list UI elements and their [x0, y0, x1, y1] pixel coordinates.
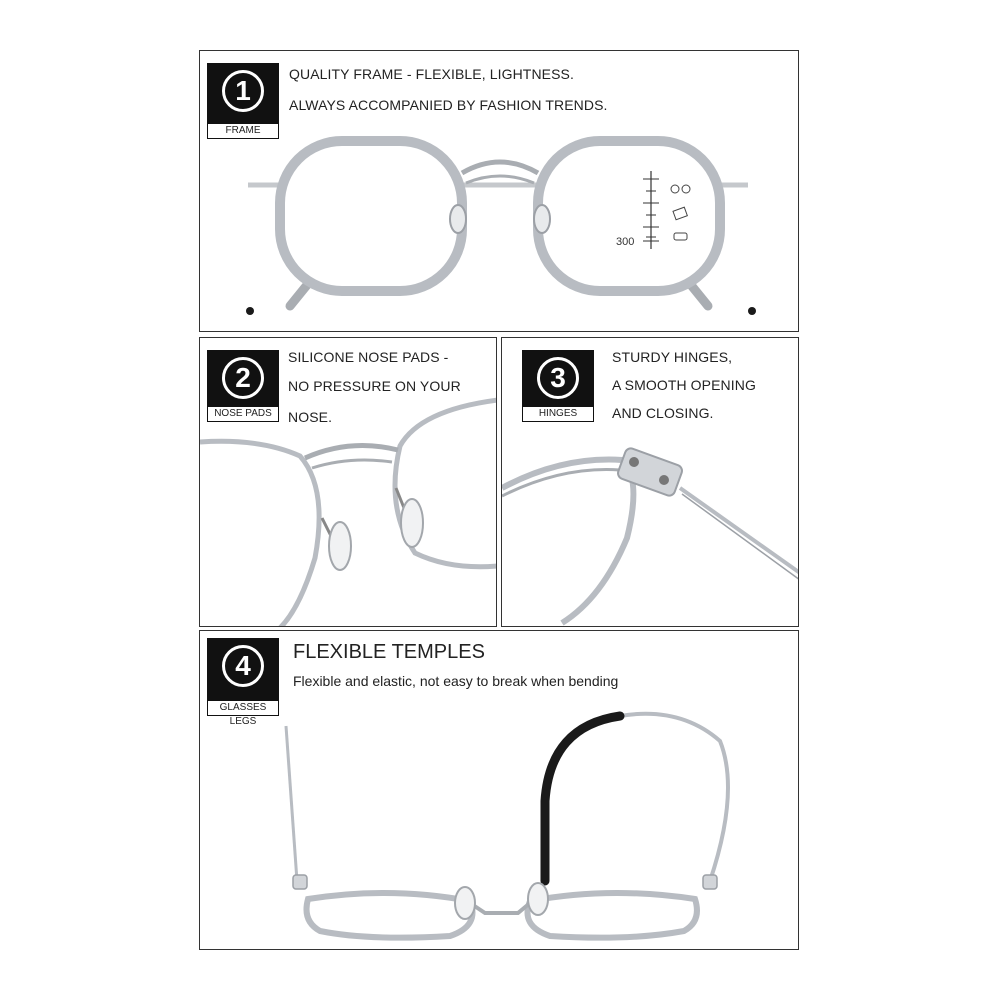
badge-number: 4	[222, 645, 264, 687]
badge-label: HINGES	[523, 407, 593, 421]
feature-subtitle: Flexible and elastic, not easy to break …	[293, 673, 619, 689]
badge-label: GLASSES LEGS	[208, 701, 278, 727]
temples-badge: 4 GLASSES LEGS	[207, 638, 279, 727]
feature-line-2: NO PRESSURE ON YOUR NOSE.	[288, 378, 461, 425]
glasses-front-illustration: 300	[246, 136, 756, 315]
lens-scale-label: 300	[616, 236, 634, 248]
feature-line-3: AND CLOSING.	[612, 405, 714, 421]
badge-label: FRAME	[208, 124, 278, 138]
frame-badge: 1 FRAME	[207, 63, 279, 139]
feature-line-2: A SMOOTH OPENING	[612, 377, 756, 393]
flexible-temples-illustration	[284, 711, 730, 941]
badge-number: 1	[222, 70, 264, 112]
feature-line-1: QUALITY FRAME - FLEXIBLE, LIGHTNESS.	[289, 66, 574, 82]
feature-title: FLEXIBLE TEMPLES	[293, 641, 485, 663]
hinges-badge: 3 HINGES	[522, 350, 594, 422]
badge-number: 3	[537, 357, 579, 399]
feature-line-1: STURDY HINGES,	[612, 349, 733, 365]
feature-line-2: ALWAYS ACCOMPANIED BY FASHION TRENDS.	[289, 97, 608, 113]
feature-line-1: SILICONE NOSE PADS -	[288, 349, 449, 365]
badge-number: 2	[222, 357, 264, 399]
hinge-illustration	[502, 447, 798, 626]
panel-nose-pads: 2 NOSE PADS SILICONE NOSE PADS - NO PRES…	[199, 337, 497, 627]
panel-temples: 4 GLASSES LEGS FLEXIBLE TEMPLES Flexible…	[199, 630, 799, 950]
panel-frame: 1 FRAME QUALITY FRAME - FLEXIBLE, LIGHTN…	[199, 50, 799, 332]
badge-label: NOSE PADS	[208, 407, 278, 421]
nose-pads-badge: 2 NOSE PADS	[207, 350, 279, 422]
panel-hinges: 3 HINGES STURDY HINGES, A SMOOTH OPENING…	[501, 337, 799, 627]
nose-pads-illustration	[200, 397, 496, 626]
